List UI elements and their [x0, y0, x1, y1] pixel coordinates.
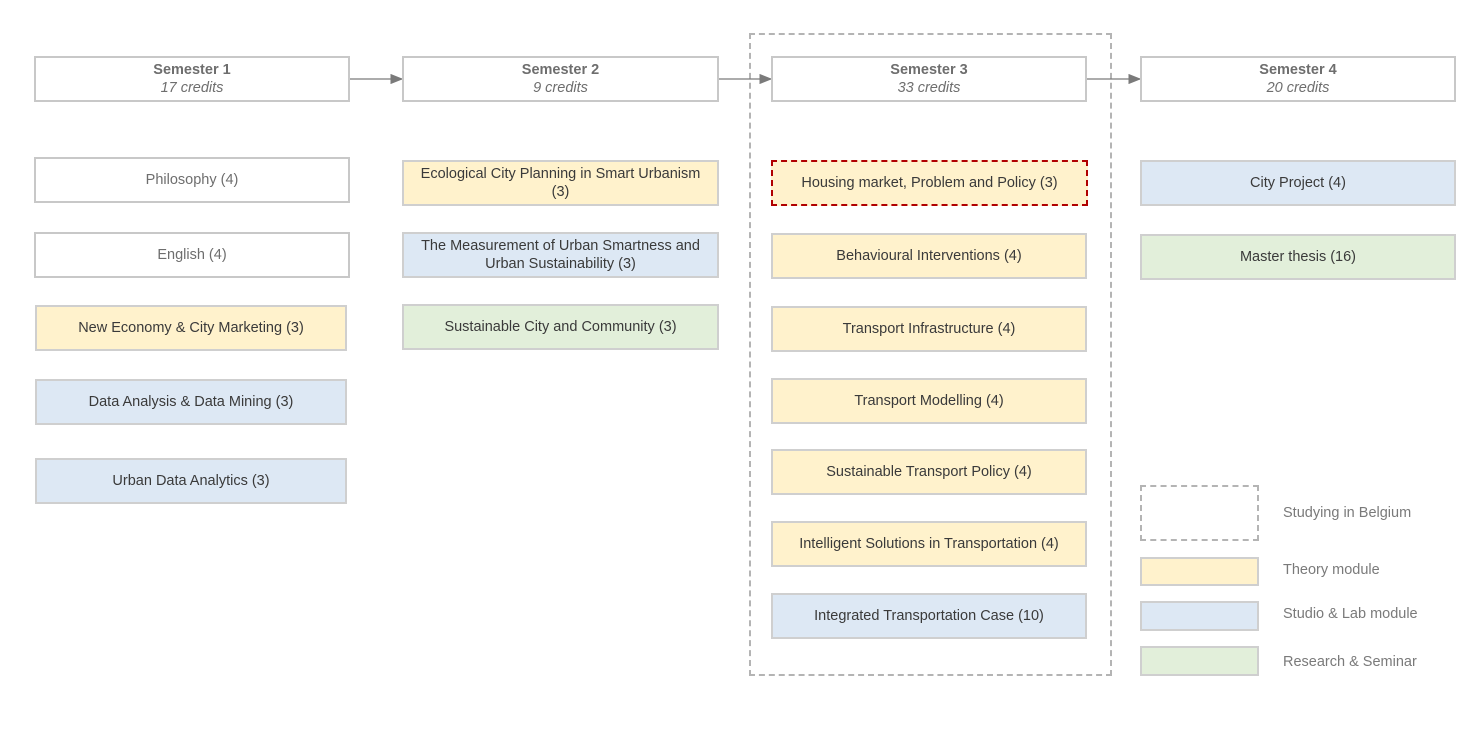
semester-title: Semester 3: [890, 62, 968, 78]
legend-belgium-label: Studying in Belgium: [1283, 505, 1412, 521]
semester-title: Semester 4: [1259, 62, 1337, 78]
legend-theory-swatch: [1140, 557, 1259, 586]
semester-1-header: Semester 1 17 credits: [34, 56, 350, 102]
legend-theory-label: Theory module: [1283, 562, 1380, 578]
semester-credits: 33 credits: [897, 80, 961, 96]
module-transport-modelling: Transport Modelling (4): [771, 378, 1087, 424]
legend-research-swatch: [1140, 646, 1259, 676]
module-measurement-urban-smartness: The Measurement of Urban Smartness and U…: [402, 232, 719, 278]
semester-4-header: Semester 4 20 credits: [1140, 56, 1456, 102]
module-urban-data-analytics: Urban Data Analytics (3): [35, 458, 347, 504]
module-data-analysis-data-mining: Data Analysis & Data Mining (3): [35, 379, 347, 425]
module-integrated-transportation-case: Integrated Transportation Case (10): [771, 593, 1087, 639]
semester-credits: 17 credits: [160, 80, 224, 96]
module-housing-market: Housing market, Problem and Policy (3): [771, 160, 1088, 206]
semester-title: Semester 1: [153, 62, 231, 78]
semester-title: Semester 2: [521, 62, 600, 78]
module-ecological-city-planning: Ecological City Planning in Smart Urbani…: [402, 160, 719, 206]
module-sustainable-city-community: Sustainable City and Community (3): [402, 304, 719, 350]
legend-belgium-swatch: [1140, 485, 1259, 541]
module-master-thesis: Master thesis (16): [1140, 234, 1456, 280]
semester-2-header: Semester 2 9 credits: [402, 56, 719, 102]
module-philosophy: Philosophy (4): [34, 157, 350, 203]
module-intelligent-solutions-transportation: Intelligent Solutions in Transportation …: [771, 521, 1087, 567]
semester-credits: 9 credits: [533, 80, 588, 96]
module-behavioural-interventions: Behavioural Interventions (4): [771, 233, 1087, 279]
module-transport-infrastructure: Transport Infrastructure (4): [771, 306, 1087, 352]
module-sustainable-transport-policy: Sustainable Transport Policy (4): [771, 449, 1087, 495]
semester-credits: 20 credits: [1266, 80, 1330, 96]
semester-3-header: Semester 3 33 credits: [771, 56, 1087, 102]
legend-studio-label: Studio & Lab module: [1283, 606, 1418, 622]
legend-research-label: Research & Seminar: [1283, 654, 1417, 670]
module-english: English (4): [34, 232, 350, 278]
module-city-project: City Project (4): [1140, 160, 1456, 206]
studying-in-belgium-frame: [749, 33, 1112, 676]
module-new-economy-city-marketing: New Economy & City Marketing (3): [35, 305, 347, 351]
legend-studio-swatch: [1140, 601, 1259, 631]
